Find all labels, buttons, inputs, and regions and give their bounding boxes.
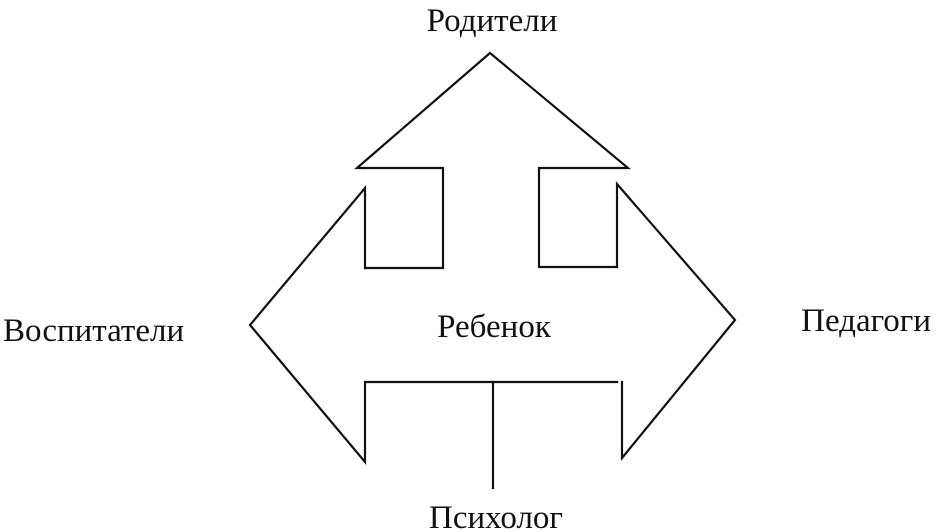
right-label: Педагоги [801,303,931,339]
left-arrow-outline [248,184,619,466]
top-label: Родители [427,3,558,39]
left-label: Воспитатели [3,313,184,349]
up-arrow-outline [354,51,632,269]
right-arrow-outline [615,181,737,462]
bottom-label: Психолог [429,500,563,532]
up-arrow-left-shaft [363,166,445,270]
center-label: Ребенок [437,309,552,345]
